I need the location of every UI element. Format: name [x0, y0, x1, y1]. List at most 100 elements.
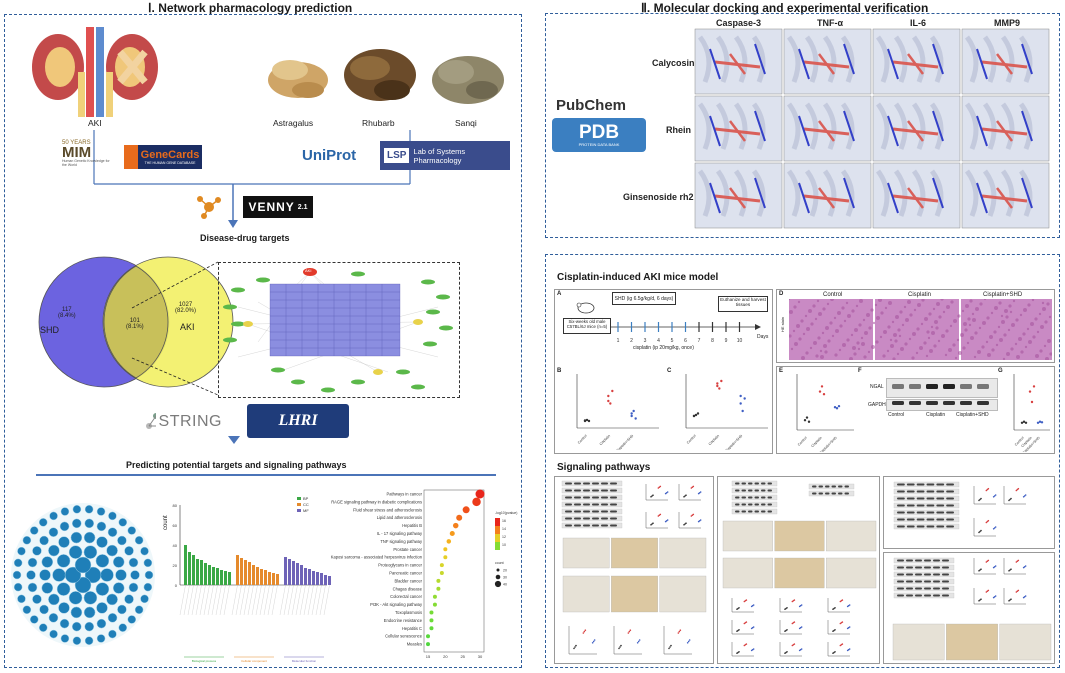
he-nucleus — [815, 354, 819, 358]
kegg-xtick: 20 — [443, 654, 448, 659]
kegg-dot — [432, 594, 437, 599]
sig-point — [987, 589, 990, 592]
scatter-group-label: Cisplatin — [708, 434, 720, 446]
go-bar — [308, 569, 311, 585]
he-nucleus — [858, 323, 862, 327]
protein-ribbon — [751, 35, 766, 83]
sig-band — [767, 503, 772, 506]
wb-label-ngal: NGAL — [870, 384, 884, 390]
string-network-icon — [146, 413, 156, 429]
sig-point — [980, 497, 982, 500]
sig-point — [591, 642, 594, 644]
go-term-label — [263, 584, 270, 616]
he-nucleus — [952, 343, 956, 347]
he-nucleus — [816, 299, 820, 303]
lhri-logo: LHRI — [247, 404, 349, 438]
go-bar — [320, 573, 323, 585]
he-nucleus — [981, 345, 985, 349]
sig-band — [741, 489, 746, 492]
sig-band — [942, 566, 949, 569]
go-legend-swatch — [297, 497, 301, 500]
ppi-node — [70, 531, 83, 544]
he-nucleus — [971, 312, 975, 316]
sig-band — [942, 580, 949, 583]
sig-band — [916, 483, 925, 486]
sig-ihc-image — [946, 623, 998, 661]
ppi-node — [74, 556, 92, 574]
sig-ihc-image — [562, 575, 610, 613]
sig-band — [583, 482, 590, 485]
sig-band — [906, 483, 915, 486]
scatter-point — [807, 420, 811, 423]
panel-g-label: G — [998, 368, 1003, 374]
sig-band — [761, 503, 766, 506]
sig-band — [897, 580, 904, 583]
sig-band — [592, 496, 599, 499]
venn-shd-label: SHD — [40, 325, 60, 335]
protein-ribbon — [893, 35, 908, 83]
sig-point — [582, 632, 585, 634]
he-nucleus — [1018, 337, 1022, 341]
he-nucleus — [817, 336, 821, 340]
scatter-point — [1032, 385, 1036, 388]
ppi-node — [144, 570, 154, 580]
go-bar — [184, 545, 187, 585]
sig-point — [659, 485, 662, 488]
ppi-node — [39, 535, 49, 546]
wb-band-gapdh — [892, 401, 904, 405]
sig-point — [666, 491, 669, 493]
go-bar — [328, 576, 331, 585]
sig-band — [610, 503, 617, 506]
go-term-label — [323, 584, 330, 616]
residue-stick — [887, 48, 899, 80]
ppi-node — [52, 568, 66, 582]
sig-band — [933, 566, 940, 569]
wb-band-ngal — [909, 384, 921, 389]
sig-band — [924, 566, 931, 569]
kegg-pathway-label: AGE - RAGE signaling pathway in diabetic… — [330, 499, 422, 504]
sig-band — [936, 504, 945, 507]
ppi-node — [118, 623, 128, 632]
kegg-dot — [443, 547, 448, 552]
kegg-dot — [462, 506, 470, 514]
he-nucleus — [944, 353, 948, 357]
sig-band — [761, 489, 766, 492]
scatter-point — [741, 409, 744, 413]
go-group-label: Biological process — [192, 659, 217, 663]
he-nucleus — [863, 355, 867, 359]
he-nucleus — [1034, 317, 1038, 321]
sig-band — [735, 482, 740, 485]
wb-band-ngal — [926, 384, 938, 389]
he-nucleus — [837, 311, 841, 315]
he-nucleus — [905, 318, 909, 322]
sig-point — [834, 607, 836, 609]
he-nucleus — [801, 356, 805, 360]
sig-point — [692, 513, 695, 516]
sig-point — [1010, 598, 1012, 600]
he-nucleus — [1027, 303, 1031, 307]
signaling-title: Signaling pathways — [557, 462, 651, 473]
he-nucleus — [991, 348, 995, 352]
ppi-node — [108, 629, 117, 639]
sig-band — [592, 503, 599, 506]
sanqi-image — [432, 56, 504, 104]
genecards-logo: GeneCards THE HUMAN GENE DATABASE — [124, 145, 202, 169]
kegg-pathway-label: Pancreatic cancer — [389, 571, 422, 576]
he-nucleus — [1041, 301, 1045, 305]
he-nucleus — [1012, 299, 1016, 303]
sig-point — [584, 629, 587, 631]
go-term-label — [247, 584, 254, 616]
kegg-pathway-label: TNF signaling pathway — [380, 539, 423, 544]
kegg-xtick: 30 — [478, 654, 483, 659]
sig-band — [926, 518, 935, 521]
he-nucleus — [893, 333, 897, 337]
sig-band — [906, 490, 915, 493]
timeline-arrow — [755, 324, 761, 330]
he-nucleus — [790, 347, 794, 351]
ppi-node — [96, 602, 108, 614]
he-nucleus — [864, 331, 868, 335]
docking-col-il6: IL-6 — [910, 18, 927, 28]
sig-band — [610, 496, 617, 499]
protein-ribbon — [982, 102, 997, 150]
docking-grid — [694, 28, 1051, 233]
